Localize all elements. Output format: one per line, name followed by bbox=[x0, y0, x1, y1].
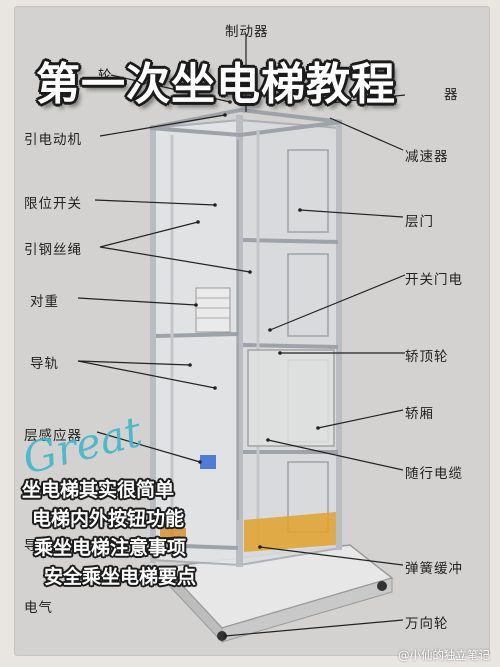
label-guide-rail: 导轨 bbox=[30, 356, 59, 372]
label-counterweight: 对重 bbox=[30, 294, 59, 310]
bullet-item: 乘坐电梯注意事项 bbox=[34, 537, 187, 559]
label-brake: 制动器 bbox=[225, 24, 269, 40]
label-steel-rope: 引钢丝绳 bbox=[24, 242, 82, 258]
label-traction-machine: 引电动机 bbox=[24, 132, 82, 148]
car-cabin bbox=[247, 349, 335, 447]
label-limit-switch: 限位开关 bbox=[24, 196, 82, 212]
label-spring-buffer: 弹簧缓冲 bbox=[405, 561, 463, 577]
label-car: 轿厢 bbox=[405, 406, 434, 422]
watermark-text: @小仙的独立笔记 bbox=[398, 648, 490, 662]
label-travel-cable: 随行电缆 bbox=[405, 466, 463, 482]
page-title: 第一次坐电梯教程 bbox=[36, 59, 396, 110]
bullet-item: 坐电梯其实很简单 bbox=[22, 479, 175, 501]
bullet-item: 安全乘坐电梯要点 bbox=[44, 566, 197, 588]
label-caster: 万向轮 bbox=[405, 616, 449, 632]
floor-sensor-box bbox=[200, 455, 216, 469]
label-door-motor: 开关门电 bbox=[405, 272, 463, 288]
spring-buffer-area bbox=[244, 512, 336, 552]
counterweight-block bbox=[195, 287, 231, 333]
label-wheel-partial: 轮 bbox=[98, 68, 113, 84]
label-right-partial: 器 bbox=[444, 87, 459, 103]
label-reducer: 减速器 bbox=[405, 149, 449, 165]
label-landing-door: 层门 bbox=[405, 214, 434, 230]
caster-wheel bbox=[217, 631, 227, 641]
label-floor-sensor: 层感应器 bbox=[24, 428, 82, 444]
bullet-list: 坐电梯其实很简单 电梯内外按钮功能 乘坐电梯注意事项 安全乘坐电梯要点 bbox=[22, 476, 196, 592]
bullet-item: 电梯内外按钮功能 bbox=[32, 508, 185, 530]
label-rail-bracket: 导轨支架 bbox=[24, 538, 82, 554]
label-electric-partial: 电气 bbox=[24, 600, 53, 616]
label-car-top-wheel: 轿顶轮 bbox=[405, 349, 449, 365]
